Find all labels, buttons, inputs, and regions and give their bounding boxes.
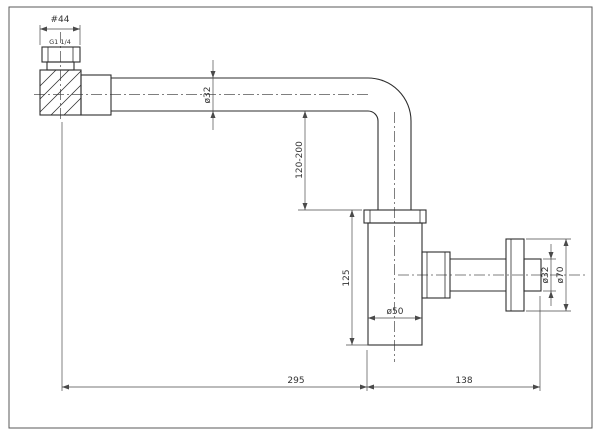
centerlines	[34, 32, 586, 362]
outlet-dia-label: ø32	[541, 267, 551, 284]
flange-dia-label: ø70	[556, 266, 566, 283]
dimension-body-dia: ø50	[368, 307, 422, 321]
pipe-dia-label: ø32	[203, 87, 213, 104]
drawing-frame	[8, 6, 593, 429]
inlet-fitting	[39, 46, 112, 116]
dimension-inlet-dia: #44 G1 1/4	[39, 15, 81, 46]
outlet-nut	[421, 251, 451, 299]
wall-stub	[523, 258, 542, 292]
dimension-pipe-dia: ø32	[203, 60, 216, 130]
dimension-drop-range: 120-200	[295, 111, 362, 211]
trap-cup	[367, 222, 423, 346]
pipe-run	[111, 77, 412, 210]
bend-outer-arc	[367, 77, 412, 122]
inlet-dia-label: #44	[51, 15, 70, 25]
elbow-socket	[80, 74, 112, 116]
dimension-flange-dia: ø70	[526, 238, 571, 312]
dimension-outlet-length: 138	[367, 296, 541, 391]
body-height-label: 125	[342, 269, 352, 286]
dimension-body-height: 125	[342, 210, 369, 346]
trap-inlet-nut	[363, 209, 427, 224]
bend-inner-arc	[367, 110, 379, 122]
dimension-outlet-dia: ø32	[541, 244, 556, 306]
inlet-thread-label: G1 1/4	[49, 38, 71, 46]
trap-body	[363, 209, 427, 346]
body-dia-label: ø50	[387, 307, 404, 317]
outlet-assembly	[421, 238, 542, 312]
drop-range-label: 120-200	[295, 141, 305, 179]
overall-width-label: 295	[287, 376, 304, 386]
dimension-overall-width: 295	[61, 122, 368, 391]
outlet-length-label: 138	[455, 376, 472, 386]
elbow-hatch	[39, 69, 82, 116]
